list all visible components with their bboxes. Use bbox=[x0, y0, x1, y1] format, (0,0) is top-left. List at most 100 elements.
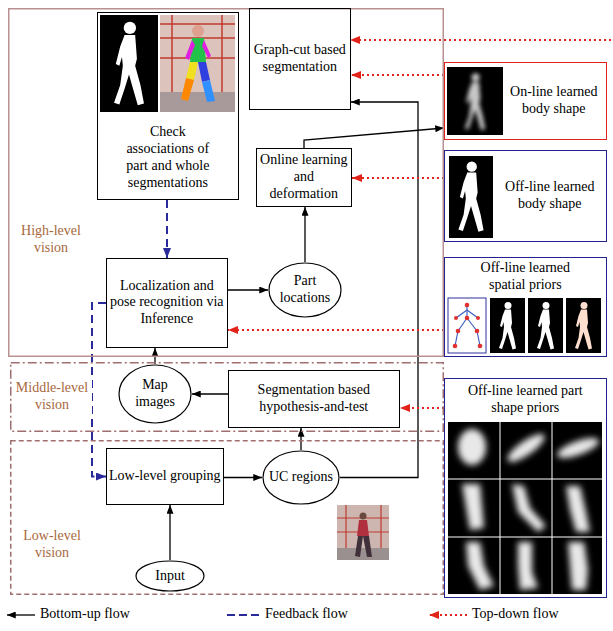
top-down-arrow bbox=[228, 329, 444, 331]
text-area: Low-level vision bbox=[12, 524, 92, 566]
text-area: Check associations of part and whole seg… bbox=[117, 118, 219, 198]
text-block: Part locations bbox=[274, 273, 336, 307]
text-block: Low-level grouping bbox=[109, 468, 221, 485]
ellipse-border bbox=[263, 451, 339, 504]
ellipse-border bbox=[119, 365, 191, 423]
process-box: Low-level grouping bbox=[106, 448, 224, 505]
text-area: Middle-level vision bbox=[12, 376, 92, 418]
legend-label: Feedback flow bbox=[265, 606, 348, 623]
process-box: Online learning and deformation bbox=[256, 148, 352, 207]
text-block: Graph-cut based segmentation bbox=[253, 42, 347, 76]
node-label: Part locations bbox=[274, 273, 336, 307]
process-box: Segmentation based hypothesis-and-test bbox=[228, 370, 400, 428]
text-block: Off-line learned body shape bbox=[496, 179, 604, 213]
prior-image bbox=[490, 298, 525, 353]
blurred-figure bbox=[465, 73, 485, 130]
top-down-line bbox=[350, 39, 611, 41]
data-ellipse: Input bbox=[135, 560, 205, 592]
feedback-arrow bbox=[92, 303, 106, 477]
node-label: On-line learned body shape bbox=[504, 84, 604, 118]
legend-label: Bottom-up flow bbox=[40, 606, 130, 623]
text-block: Localization and pose recognition via In… bbox=[109, 278, 225, 328]
prior-image bbox=[566, 298, 601, 353]
top-down-arrow bbox=[400, 407, 444, 409]
top-down-arrow bbox=[351, 74, 444, 76]
process-box: Off-line learned body shape bbox=[444, 150, 607, 242]
text-area: Off-line learned part shape priors bbox=[462, 380, 589, 420]
node-label: Localization and pose recognition via In… bbox=[109, 278, 225, 328]
shape-image bbox=[447, 67, 503, 135]
node-label: UC regions bbox=[269, 469, 333, 486]
level-band: High-level vision Check associations of p… bbox=[8, 8, 444, 357]
silhouette-figure bbox=[114, 22, 144, 106]
process-box: Graph-cut based segmentation bbox=[249, 8, 351, 110]
legend-sample bbox=[6, 609, 36, 621]
legend-line bbox=[227, 614, 259, 616]
node-label: Low-level grouping bbox=[109, 468, 221, 485]
data-ellipse: Part locations bbox=[268, 262, 342, 318]
legend-sample bbox=[428, 609, 468, 621]
silhouette-figure bbox=[537, 302, 554, 350]
bottom-up-arrow bbox=[224, 477, 262, 478]
text-block: Map images bbox=[126, 377, 184, 411]
legend-line bbox=[429, 614, 467, 616]
text-area: Segmentation based hypothesis-and-test bbox=[232, 373, 396, 425]
node-label: Graph-cut based segmentation bbox=[253, 42, 347, 76]
band-outline bbox=[10, 440, 444, 595]
text-area: Part locations bbox=[274, 268, 336, 312]
text-area: Graph-cut based segmentation bbox=[253, 12, 347, 106]
data-ellipse: UC regions bbox=[262, 450, 340, 505]
text-area: Off-line learned spatial priors bbox=[464, 259, 587, 295]
text-block: Segmentation based hypothesis-and-test bbox=[232, 382, 396, 416]
process-box: Off-line learned part shape priors bbox=[444, 378, 607, 598]
text-area: On-line learned body shape bbox=[504, 66, 604, 136]
text-area: Low-level grouping bbox=[109, 451, 221, 502]
bottom-up-arrow bbox=[304, 207, 305, 262]
node-label: Check associations of part and whole seg… bbox=[117, 124, 219, 191]
band-outline bbox=[8, 8, 444, 357]
silhouette-figure bbox=[458, 161, 483, 231]
ellipse-border bbox=[269, 263, 341, 317]
node-label: Off-line learned body shape bbox=[496, 179, 604, 213]
part-graph bbox=[448, 298, 486, 353]
silhouette-image bbox=[100, 15, 158, 112]
text-area: Input bbox=[139, 562, 201, 590]
process-box: Off-line learned spatial priors bbox=[444, 257, 607, 357]
segmented-photo bbox=[160, 15, 235, 112]
data-ellipse: Map images bbox=[118, 364, 192, 424]
text-area: Off-line learned body shape bbox=[496, 154, 604, 238]
text-area: UC regions bbox=[268, 456, 334, 499]
node-label: Off-line learned spatial priors bbox=[464, 260, 587, 294]
shape-image bbox=[449, 156, 493, 238]
silhouette-figure bbox=[575, 302, 592, 350]
feedback-arrow bbox=[166, 200, 168, 258]
bottom-up-arrow bbox=[169, 505, 170, 560]
text-area: Localization and pose recognition via In… bbox=[109, 261, 225, 345]
text-block: Online learning and deformation bbox=[259, 152, 349, 202]
process-box: Localization and pose recognition via In… bbox=[106, 258, 228, 348]
node-label: Segmentation based hypothesis-and-test bbox=[232, 382, 396, 416]
text-area: High-level vision bbox=[10, 212, 92, 268]
bottom-up-arrow bbox=[192, 393, 228, 394]
text-area: Map images bbox=[126, 372, 184, 416]
node-label: Off-line learned part shape priors bbox=[462, 383, 589, 417]
level-label: High-level vision bbox=[10, 223, 92, 257]
legend-line bbox=[7, 614, 35, 615]
bottom-up-arrow bbox=[228, 289, 268, 290]
band-border bbox=[11, 363, 444, 432]
bottom-up-arrow bbox=[304, 128, 444, 148]
text-block: Off-line learned part shape priors bbox=[462, 383, 589, 417]
text-block: Low-level vision bbox=[12, 528, 92, 562]
process-box: Check associations of part and whole seg… bbox=[97, 12, 239, 200]
text-block: High-level vision bbox=[10, 223, 92, 257]
text-block: Check associations of part and whole seg… bbox=[117, 124, 219, 191]
node-label: Input bbox=[155, 568, 185, 585]
level-band: Low-level vision Low-level grouping UC reg… bbox=[10, 440, 444, 595]
top-down-arrow bbox=[352, 177, 444, 179]
text-block: Middle-level vision bbox=[12, 380, 92, 414]
process-box: On-line learned body shape bbox=[444, 62, 607, 140]
text-area: Online learning and deformation bbox=[259, 151, 349, 204]
band-border bbox=[9, 9, 444, 357]
node-label: Online learning and deformation bbox=[259, 152, 349, 202]
text-block: On-line learned body shape bbox=[504, 84, 604, 118]
